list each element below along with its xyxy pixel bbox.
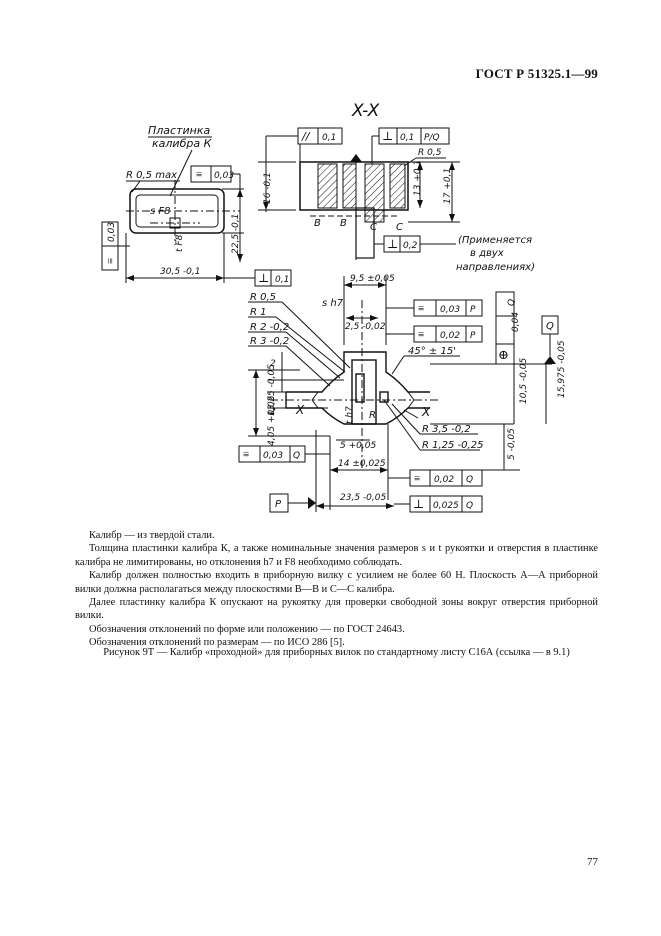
frame-perp-bottom-tol: 0,025 (433, 501, 459, 511)
section-title: X-X (351, 101, 380, 121)
frame-sym-left-bottom-tol: 0,03 (263, 451, 283, 461)
frame-perp-top-tol: 0,1 (400, 133, 414, 143)
plane-c-left: C (370, 222, 377, 233)
frame-perp-section-tol: 0,2 (403, 241, 418, 251)
plate-label-line1: Пластинка (148, 124, 210, 137)
note-insertion: Калибр должен полностью входить в прибор… (75, 570, 598, 595)
dim-r-plate: R 0,5 max (126, 170, 177, 181)
section-view (299, 154, 409, 262)
perpendicular-icon: ⊥ (387, 237, 398, 251)
note-thickness: Толщина пластинки калибра К, а также ном… (75, 543, 598, 568)
technical-drawing: X-X Пластинка калибра К R 0,5 max s F8 t… (101, 101, 567, 513)
perpendicular-icon: ⊥ (413, 497, 424, 511)
dim-30-5: 30,5 -0,1 (160, 267, 200, 277)
section-x-left: X (295, 403, 305, 417)
dim-2-bottom: 2 (270, 407, 276, 417)
frame-pos-vertical-datum: Q (507, 299, 517, 306)
dim-13-25: 13,25 -0,05 (267, 364, 277, 416)
dim-2-5: 2,5 -0,02 (345, 322, 386, 332)
perpendicular-icon: ⊥ (382, 129, 393, 143)
frame-sym-bottom-tol: 0,02 (434, 475, 454, 485)
dim-r-3-5: R 3,5 -0,2 (422, 424, 471, 435)
frame-sym-right2-datum: P (470, 331, 476, 341)
dim-r-3: R 3 -0,2 (250, 336, 289, 347)
plate-label-line2: калибра К (152, 137, 213, 150)
fork-view (270, 300, 440, 470)
plane-c-right: C (396, 222, 403, 233)
dim-9-5: 9,5 ±0,05 (350, 274, 395, 284)
standard-header: ГОСТ Р 51325.1—99 (475, 66, 598, 81)
symmetry-icon: ≡ (105, 258, 117, 264)
perpendicular-icon: ⊥ (258, 271, 269, 285)
label-r: R (369, 410, 376, 421)
page-number: 77 (587, 856, 598, 868)
dim-r-2: R 2 -0,2 (250, 322, 289, 333)
dim-r-1-25: R 1,25 -0,25 (422, 440, 483, 451)
dim-5: 5 -0,05 (507, 428, 517, 460)
dim-22-5: 22,5 -0,1 (231, 214, 241, 254)
frame-sym-plate-left-tol: 0,03 (107, 222, 117, 242)
position-icon: ⊕ (498, 347, 509, 362)
drawing-notes: Калибр — из твердой стали. Толщина пласт… (75, 529, 598, 650)
symmetry-icon: ≡ (418, 303, 424, 315)
dim-2-top: 2 (270, 359, 276, 369)
frame-perp-plate-tol: 0,1 (275, 275, 289, 285)
frame-sym-right1-tol: 0,03 (440, 305, 460, 315)
frame-sym-left-bottom-datum: Q (293, 451, 300, 461)
symmetry-icon: ≡ (196, 169, 202, 181)
frame-sym-plate-tol: 0,03 (214, 171, 234, 181)
plane-b-right: B (340, 218, 347, 229)
datum-q: Q (546, 321, 554, 332)
symmetry-icon: ≡ (243, 449, 249, 461)
frame-perp-top-datum: P/Q (424, 133, 440, 143)
plate-view (126, 180, 240, 245)
dim-17: 17 +0,1 (443, 168, 453, 204)
frame-sym-bottom-datum: Q (466, 475, 473, 485)
section-x-right: X (421, 405, 431, 419)
symmetry-icon: ≡ (414, 473, 420, 485)
frame-sym-right1-datum: P (470, 305, 476, 315)
note-plate: Далее пластинку калибра К опускают на ру… (75, 597, 598, 622)
dim-16: 16 -0,1 (263, 172, 273, 204)
frame-perp-bottom-datum: Q (466, 501, 473, 511)
plane-b-left: B (314, 218, 321, 229)
dim-s-h7: s h7 (322, 298, 344, 309)
note-iso: Обозначения отклонений по размерам — по … (89, 637, 345, 649)
dim-4-05: 4,05 +0,05 (267, 395, 277, 446)
note-material: Калибр — из твердой стали. (89, 530, 215, 541)
frame-pos-vertical-tol: 0,04 (511, 312, 521, 332)
applied-note-line3: направлениях) (456, 262, 535, 273)
frame-parallel-top-tol: 0,1 (322, 133, 336, 143)
note-gost: Обозначения отклонений по форме или поло… (89, 623, 405, 635)
dim-23-5: 23,5 -0,05 (340, 493, 386, 503)
dim-14: 14 ±0,025 (338, 459, 386, 469)
dim-10-5: 10,5 -0,05 (519, 358, 529, 404)
dim-t-h7: t h7 (345, 406, 355, 424)
applied-note-line2: в двух (470, 248, 504, 259)
figure-caption: Рисунок 9Т — Калибр «проходной» для приб… (103, 647, 570, 658)
datum-p: P (275, 499, 282, 510)
dim-15-975: 15,975 -0,05 (557, 340, 567, 398)
dim-r-0-5: R 0,5 (250, 292, 276, 303)
dim-r-1: R 1 (250, 307, 267, 318)
dim-t-f8: t F8 (175, 234, 185, 252)
symmetry-icon: ≡ (418, 329, 424, 341)
dim-angle: 45° ± 15' (408, 346, 456, 357)
dim-13: 13 +0,1 (413, 160, 423, 196)
dim-s-f8: s F8 (150, 206, 171, 217)
applied-note-line1: (Применяется (458, 235, 532, 246)
dim-r-section: R 0,5 (418, 148, 442, 158)
dim-5-05: 5 +0,05 (340, 441, 376, 451)
frame-sym-right2-tol: 0,02 (440, 331, 460, 341)
parallel-icon: // (301, 130, 311, 143)
